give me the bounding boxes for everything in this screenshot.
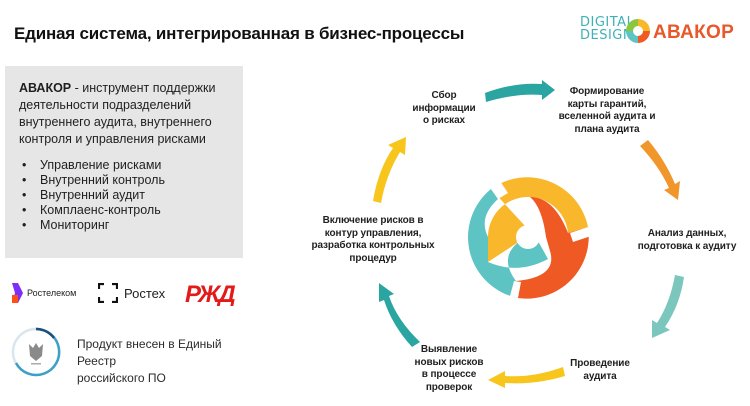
software-registry-badge: Продукт внесен в Единый Реестр российско… bbox=[10, 326, 260, 385]
capability-item: Внутренний контроль bbox=[19, 173, 231, 188]
rostelecom-icon bbox=[12, 283, 23, 303]
rzd-icon: РЖД bbox=[185, 281, 237, 306]
step-line: подготовка к аудиту bbox=[637, 240, 737, 252]
step-identify-new-risks: Выявление новых рисков в процессе провер… bbox=[405, 344, 493, 394]
arrow-analyze-to-audit-icon bbox=[652, 275, 684, 338]
rzd-logo: РЖД bbox=[185, 278, 243, 308]
step-line: аудита bbox=[583, 370, 617, 382]
capability-item: Комплаенс-контроль bbox=[19, 203, 231, 218]
avakor-center-wheel-icon bbox=[468, 177, 591, 299]
capability-item: Мониторинг bbox=[19, 218, 231, 233]
rostech-logo: Ростех bbox=[98, 278, 165, 308]
step-line: плана аудита bbox=[574, 123, 640, 135]
step-line: вселенной аудита и bbox=[558, 111, 656, 122]
step-line: проверок bbox=[425, 381, 473, 393]
digital-design-logo: DIGITAL DESIGN bbox=[580, 16, 634, 42]
arrow-include-to-collect-icon bbox=[373, 137, 406, 203]
info-description: АВАКОР - инструмент поддержки деятельнос… bbox=[19, 80, 231, 148]
partner-logos: Ростелеком Ростех РЖД bbox=[10, 278, 260, 308]
registry-text: Продукт внесен в Единый Реестр российско… bbox=[77, 336, 260, 387]
rostech-icon bbox=[98, 283, 118, 303]
step-line: контур управления, bbox=[324, 227, 422, 239]
step-form-assurance-map: Формирование карты гарантий, вселенной а… bbox=[548, 86, 666, 136]
process-cycle-diagram: Сбор информации о рисках Формирование ка… bbox=[280, 60, 750, 406]
arrow-collect-to-form-icon bbox=[485, 80, 555, 102]
step-line: в процессе bbox=[421, 369, 477, 380]
step-data-analysis: Анализ данных, подготовка к аудиту bbox=[625, 228, 749, 253]
step-line: Проведение bbox=[570, 358, 630, 369]
svg-text:РЖД: РЖД bbox=[185, 281, 235, 306]
registry-text-line2: российского ПО bbox=[77, 371, 166, 385]
registry-text-line1: Продукт внесен в Единый Реестр bbox=[77, 337, 222, 368]
info-description-text: - инструмент поддержки деятельности подр… bbox=[19, 81, 216, 146]
step-line: Анализ данных, bbox=[647, 228, 727, 239]
step-line: Сбор bbox=[431, 90, 457, 101]
step-line: информации bbox=[412, 102, 476, 114]
arrow-form-to-analyze-icon bbox=[640, 140, 680, 200]
step-line: Выявление bbox=[420, 344, 478, 355]
capability-item: Управление рисками bbox=[19, 158, 231, 173]
step-line: новых рисков bbox=[414, 356, 484, 368]
step-line: разработка контрольных bbox=[311, 240, 435, 251]
page-title: Единая система, интегрированная в бизнес… bbox=[14, 24, 465, 43]
avakor-logo-icon bbox=[626, 19, 650, 43]
digital-design-line1: DIGITAL bbox=[580, 15, 635, 30]
step-line: о рисках bbox=[422, 115, 466, 126]
step-line: Включение рисков в bbox=[322, 215, 424, 226]
step-collect-risk-info: Сбор информации о рисках bbox=[400, 90, 488, 128]
info-box: АВАКОР - инструмент поддержки деятельнос… bbox=[5, 66, 243, 258]
rostelecom-logo: Ростелеком bbox=[10, 278, 76, 308]
arrow-audit-to-identify-icon bbox=[488, 367, 565, 388]
step-conduct-audit: Проведение аудита bbox=[550, 358, 650, 383]
info-brand: АВАКОР bbox=[19, 81, 72, 95]
step-line: процедур bbox=[349, 252, 397, 264]
capability-item: Внутренний аудит bbox=[19, 188, 231, 203]
rostelecom-name: Ростелеком bbox=[27, 288, 77, 298]
avakor-logo-text: АВАКОР bbox=[653, 22, 735, 43]
arrow-identify-to-include-icon bbox=[379, 283, 420, 347]
rostech-name: Ростех bbox=[124, 285, 166, 301]
registry-emblem-icon bbox=[11, 327, 61, 377]
header-logos: DIGITAL DESIGN АВАКОР bbox=[580, 12, 750, 52]
step-include-risks: Включение рисков в контур управления, ра… bbox=[308, 215, 438, 265]
digital-design-line2: DESIGN bbox=[580, 28, 634, 43]
step-line: карты гарантий, bbox=[567, 98, 647, 110]
step-line: Формирование bbox=[569, 86, 645, 97]
capabilities-list: Управление рисками Внутренний контроль В… bbox=[19, 158, 231, 233]
cycle-graphics bbox=[373, 80, 684, 388]
